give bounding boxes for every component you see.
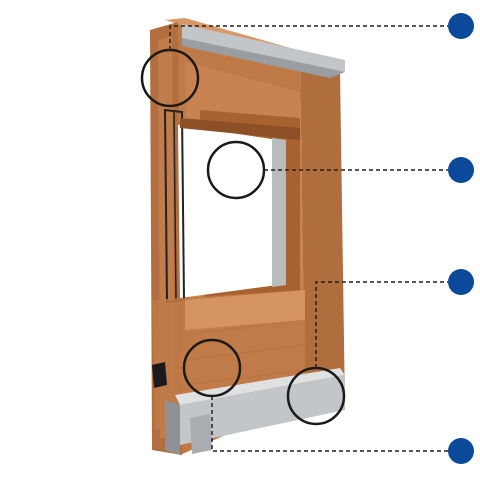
- aluminium-top-cap: [182, 24, 345, 72]
- aluminium-top-cap-shade: [182, 38, 345, 78]
- leader-line-3: [315, 281, 448, 368]
- callout-rings: [140, 48, 346, 426]
- aluminium-drip-channel: [190, 414, 212, 454]
- frame-right-face: [300, 62, 345, 410]
- leader-lines: [169, 25, 448, 452]
- aluminium-drip-left: [165, 400, 180, 455]
- gasket-seal: [152, 362, 167, 388]
- lower-frame-shade: [185, 290, 305, 330]
- marker-4-blue-dot-icon[interactable]: [448, 438, 474, 464]
- leader-line-4: [211, 396, 448, 452]
- glass-spacer-right: [272, 138, 286, 287]
- marker-2-blue-dot-icon[interactable]: [448, 157, 474, 183]
- glazing-edge-inner: [173, 111, 177, 301]
- leader-line-1: [169, 25, 448, 50]
- glazing-bead-top: [180, 118, 300, 140]
- callout-ring-2: [206, 140, 266, 200]
- markers: [448, 13, 474, 464]
- marker-1-blue-dot-icon[interactable]: [448, 13, 474, 39]
- aluminium-drip-front: [180, 375, 345, 445]
- window-frame-illustration: [150, 18, 345, 455]
- marker-3-blue-dot-icon[interactable]: [448, 269, 474, 295]
